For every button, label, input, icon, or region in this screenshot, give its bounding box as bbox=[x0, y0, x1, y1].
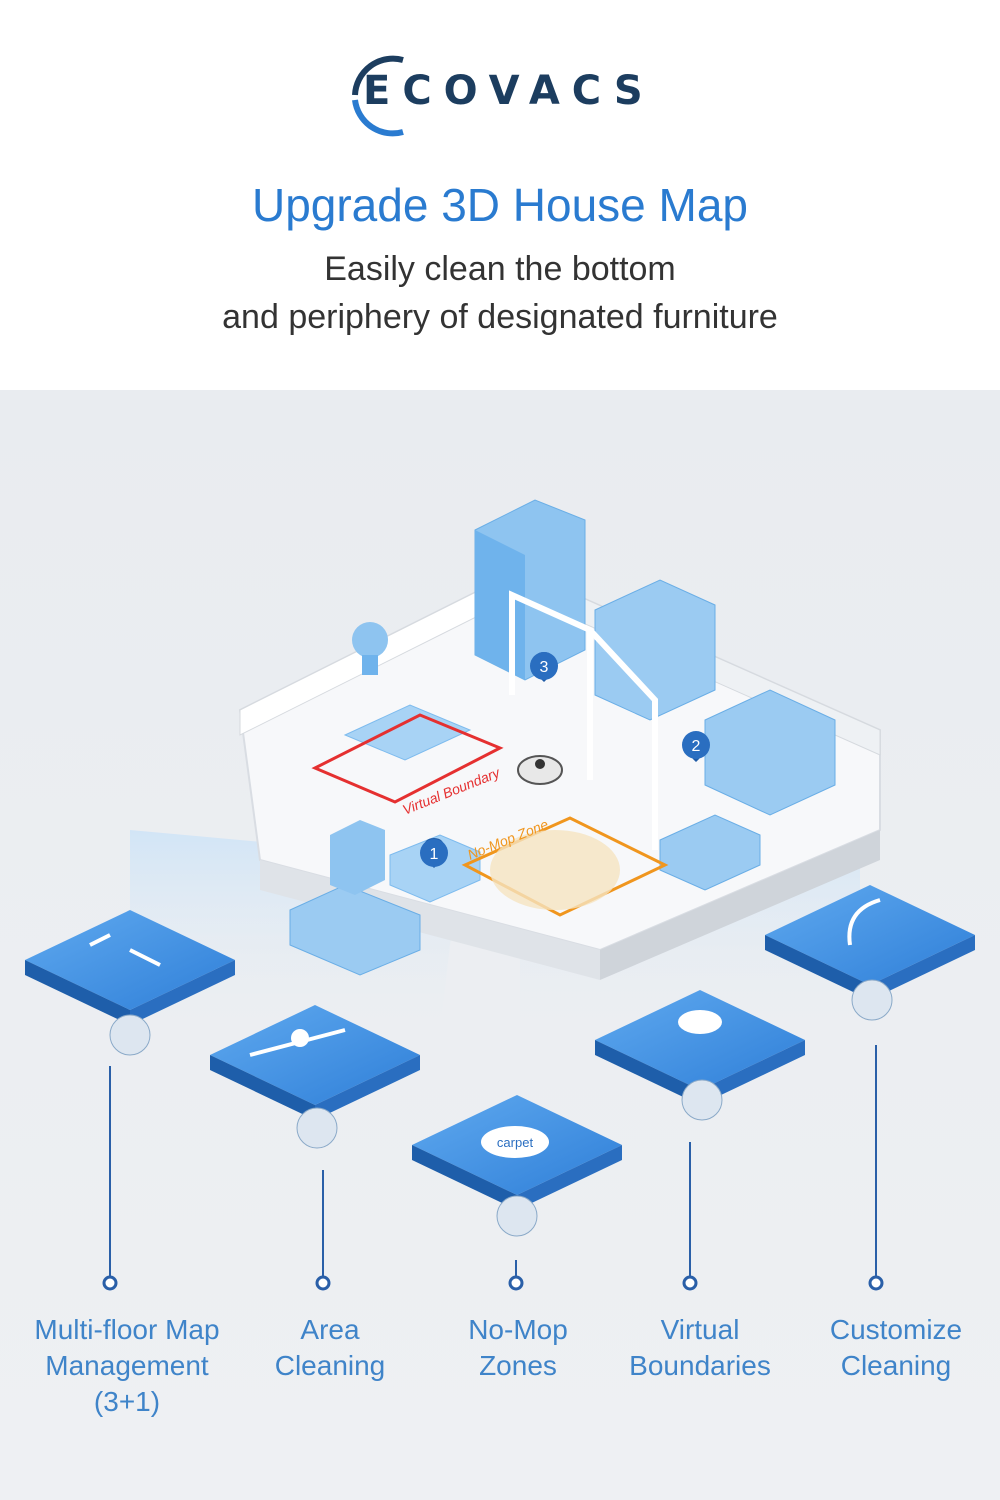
logo-arc-icon bbox=[352, 55, 404, 137]
feature-customize-cleaning: Customize Cleaning bbox=[796, 1312, 996, 1384]
feature-multi-floor-map: Multi-floor Map Management (3+1) bbox=[27, 1312, 227, 1420]
robot-vacuum bbox=[517, 755, 563, 785]
door-frame bbox=[587, 627, 658, 850]
carpet-area bbox=[490, 830, 620, 910]
feature-label-line: Management bbox=[45, 1350, 209, 1381]
area-cleaning-icon[interactable] bbox=[210, 1005, 420, 1149]
ecovacs-logo: ECOVACS bbox=[345, 50, 655, 140]
feature-area-cleaning: Area Cleaning bbox=[230, 1312, 430, 1384]
bed bbox=[594, 579, 716, 721]
feature-no-mop-zones: No-Mop Zones bbox=[418, 1312, 618, 1384]
multi-floor-map-icon[interactable] bbox=[25, 910, 235, 1056]
house-map-scene: Virtual Boundary No-Mop Zone 1 bbox=[0, 390, 1000, 1500]
feature-label-line: Boundaries bbox=[629, 1350, 771, 1381]
feature-label-line: Customize bbox=[829, 1314, 963, 1345]
tv-stand bbox=[659, 814, 761, 891]
carpet-icon[interactable]: carpet bbox=[412, 1095, 622, 1237]
cabinet bbox=[330, 820, 385, 895]
map-pin-2[interactable]: 2 bbox=[682, 731, 710, 762]
header: ECOVACS Upgrade 3D House Map Easily clea… bbox=[0, 0, 1000, 390]
plant bbox=[352, 622, 388, 658]
plant-pot bbox=[362, 655, 378, 675]
pin-label: 2 bbox=[692, 738, 701, 755]
wardrobe-front bbox=[475, 530, 525, 680]
feature-label-line: Virtual bbox=[660, 1314, 740, 1345]
map-pin-3[interactable]: 3 bbox=[530, 652, 558, 682]
brand-name: ECOVACS bbox=[363, 68, 655, 114]
isometric-house-map: Virtual Boundary No-Mop Zone 1 bbox=[25, 499, 975, 1291]
pin-label: 1 bbox=[430, 846, 439, 863]
map-pin-1[interactable]: 1 bbox=[420, 838, 448, 868]
feature-label-line: (3+1) bbox=[93, 1386, 161, 1417]
floor-plate-side bbox=[600, 830, 880, 980]
subtitle-line-1: Easily clean the bottom bbox=[324, 250, 676, 288]
page-title: Upgrade 3D House Map bbox=[251, 179, 749, 231]
pin-label: 3 bbox=[540, 659, 549, 676]
subtitle-line-2: and periphery of designated furniture bbox=[222, 298, 778, 336]
feature-virtual-boundaries: Virtual Boundaries bbox=[600, 1312, 800, 1384]
hand-gesture-icon[interactable] bbox=[765, 885, 975, 1021]
virtual-boundary-area bbox=[311, 713, 504, 804]
feature-label-line: Cleaning bbox=[274, 1350, 386, 1381]
cloud-boundary-icon[interactable] bbox=[595, 990, 805, 1121]
robot-sensor bbox=[535, 759, 545, 769]
feature-label-line: Cleaning bbox=[840, 1350, 952, 1381]
coffee-table bbox=[389, 834, 481, 903]
connector-lines bbox=[102, 1045, 884, 1291]
feature-label-line: No-Mop bbox=[468, 1314, 568, 1345]
carpet-label: carpet bbox=[497, 1135, 534, 1150]
dining-table bbox=[343, 704, 472, 761]
door-frame bbox=[509, 590, 593, 780]
bed bbox=[704, 689, 836, 816]
feature-label-line: Area bbox=[300, 1314, 360, 1345]
feature-label-line: Zones bbox=[479, 1350, 557, 1381]
feature-label-line: Multi-floor Map bbox=[34, 1314, 220, 1345]
